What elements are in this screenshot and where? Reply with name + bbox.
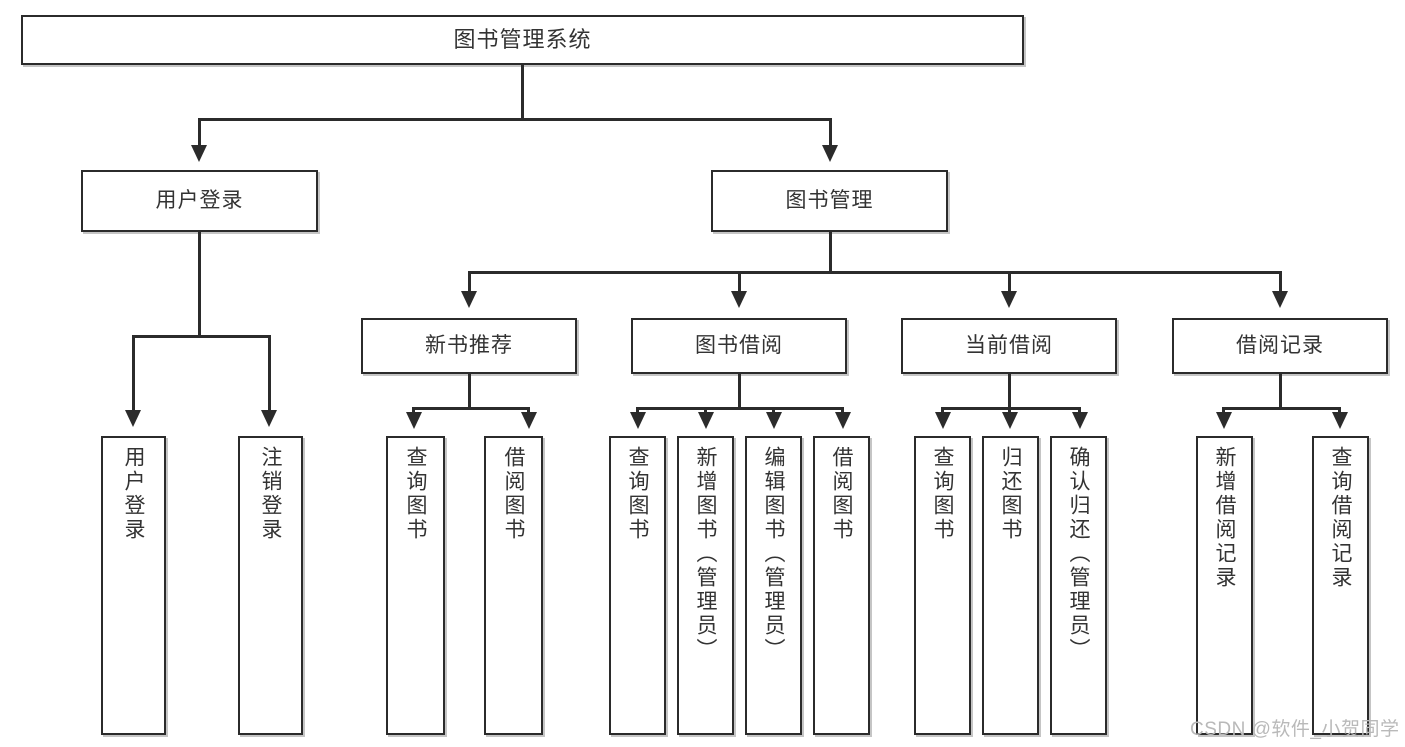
connector-book-mgmt-to-borrow <box>738 271 741 293</box>
leaf-record-query-record[interactable]: 查询借阅记录 <box>1312 436 1369 735</box>
node-label: 借阅图书 <box>830 446 853 542</box>
node-label: 确认归还（管理员） <box>1067 446 1090 662</box>
arrow-root-to-user-login <box>191 145 207 162</box>
leaf-record-add-record[interactable]: 新增借阅记录 <box>1196 436 1253 735</box>
arrow-record-leaf2 <box>1332 412 1348 429</box>
node-book-borrow[interactable]: 图书借阅 <box>631 318 847 374</box>
node-label: 新增借阅记录 <box>1213 446 1236 590</box>
connector-borrow-stem <box>738 374 741 409</box>
node-label: 注销登录 <box>259 446 282 542</box>
connector-book-mgmt-stem <box>829 232 832 272</box>
node-label: 查询图书 <box>931 446 954 542</box>
node-label: 查询图书 <box>404 446 427 542</box>
leaf-borrow-edit-book-admin[interactable]: 编辑图书（管理员） <box>745 436 802 735</box>
leaf-borrow-query-book[interactable]: 查询图书 <box>609 436 666 735</box>
node-user-login[interactable]: 用户登录 <box>81 170 318 232</box>
leaf-borrow-borrow-book[interactable]: 借阅图书 <box>813 436 870 735</box>
connector-user-login-stem <box>198 232 201 335</box>
node-new-book-recommend[interactable]: 新书推荐 <box>361 318 577 374</box>
arrow-borrow-leaf3 <box>766 412 782 429</box>
arrow-user-login-leaf2 <box>261 410 277 427</box>
connector-book-mgmt-to-recommend <box>468 271 471 293</box>
node-label: 用户登录 <box>155 188 244 212</box>
connector-user-login-leaf1 <box>132 335 135 413</box>
node-label: 新增图书（管理员） <box>694 446 717 662</box>
arrow-book-mgmt-to-record <box>1272 291 1288 308</box>
leaf-user-login-logout[interactable]: 注销登录 <box>238 436 303 735</box>
node-label: 图书借阅 <box>695 333 783 357</box>
arrow-recommend-leaf1 <box>406 412 422 429</box>
connector-root-bar <box>198 118 832 121</box>
connector-record-stem <box>1279 374 1282 409</box>
connector-book-mgmt-to-current <box>1008 271 1011 293</box>
node-label: 查询借阅记录 <box>1329 446 1352 590</box>
arrow-recommend-leaf2 <box>521 412 537 429</box>
arrow-current-leaf1 <box>935 412 951 429</box>
arrow-record-leaf1 <box>1216 412 1232 429</box>
connector-user-login-leaf2 <box>268 335 271 413</box>
node-label: 编辑图书（管理员） <box>762 446 785 662</box>
node-label: 归还图书 <box>999 446 1022 542</box>
leaf-user-login-login[interactable]: 用户登录 <box>101 436 166 735</box>
arrow-borrow-leaf4 <box>835 412 851 429</box>
connector-borrow-bar <box>636 407 843 410</box>
node-root-system[interactable]: 图书管理系统 <box>21 15 1024 65</box>
leaf-current-query-book[interactable]: 查询图书 <box>914 436 971 735</box>
node-label: 借阅记录 <box>1236 333 1324 357</box>
node-current-borrow[interactable]: 当前借阅 <box>901 318 1117 374</box>
node-label: 查询图书 <box>626 446 649 542</box>
arrow-root-to-book-mgmt <box>822 145 838 162</box>
connector-book-mgmt-bar <box>468 271 1282 274</box>
connector-current-stem <box>1008 374 1011 409</box>
arrow-current-leaf3 <box>1072 412 1088 429</box>
arrow-borrow-leaf2 <box>698 412 714 429</box>
leaf-borrow-add-book-admin[interactable]: 新增图书（管理员） <box>677 436 734 735</box>
connector-user-login-bar <box>132 335 270 338</box>
connector-current-bar <box>941 407 1080 410</box>
connector-root-to-book-mgmt <box>829 118 832 148</box>
connector-record-bar <box>1222 407 1340 410</box>
node-label: 借阅图书 <box>502 446 525 542</box>
arrow-borrow-leaf1 <box>630 412 646 429</box>
connector-recommend-bar <box>412 407 529 410</box>
node-label: 图书管理 <box>785 188 874 212</box>
node-borrow-record[interactable]: 借阅记录 <box>1172 318 1388 374</box>
arrow-book-mgmt-to-current <box>1001 291 1017 308</box>
leaf-recommend-query-book[interactable]: 查询图书 <box>386 436 445 735</box>
connector-book-mgmt-to-record <box>1279 271 1282 293</box>
node-book-management[interactable]: 图书管理 <box>711 170 948 232</box>
leaf-current-return-book[interactable]: 归还图书 <box>982 436 1039 735</box>
connector-root-stem <box>521 65 524 118</box>
arrow-book-mgmt-to-recommend <box>461 291 477 308</box>
node-label: 用户登录 <box>122 446 145 542</box>
leaf-recommend-borrow-book[interactable]: 借阅图书 <box>484 436 543 735</box>
arrow-user-login-leaf1 <box>125 410 141 427</box>
node-label: 当前借阅 <box>965 333 1053 357</box>
arrow-current-leaf2 <box>1002 412 1018 429</box>
connector-root-to-user-login <box>198 118 201 148</box>
connector-recommend-stem <box>468 374 471 409</box>
arrow-book-mgmt-to-borrow <box>731 291 747 308</box>
node-label: 新书推荐 <box>425 333 513 357</box>
node-label: 图书管理系统 <box>453 27 592 53</box>
leaf-current-confirm-return-admin[interactable]: 确认归还（管理员） <box>1050 436 1107 735</box>
